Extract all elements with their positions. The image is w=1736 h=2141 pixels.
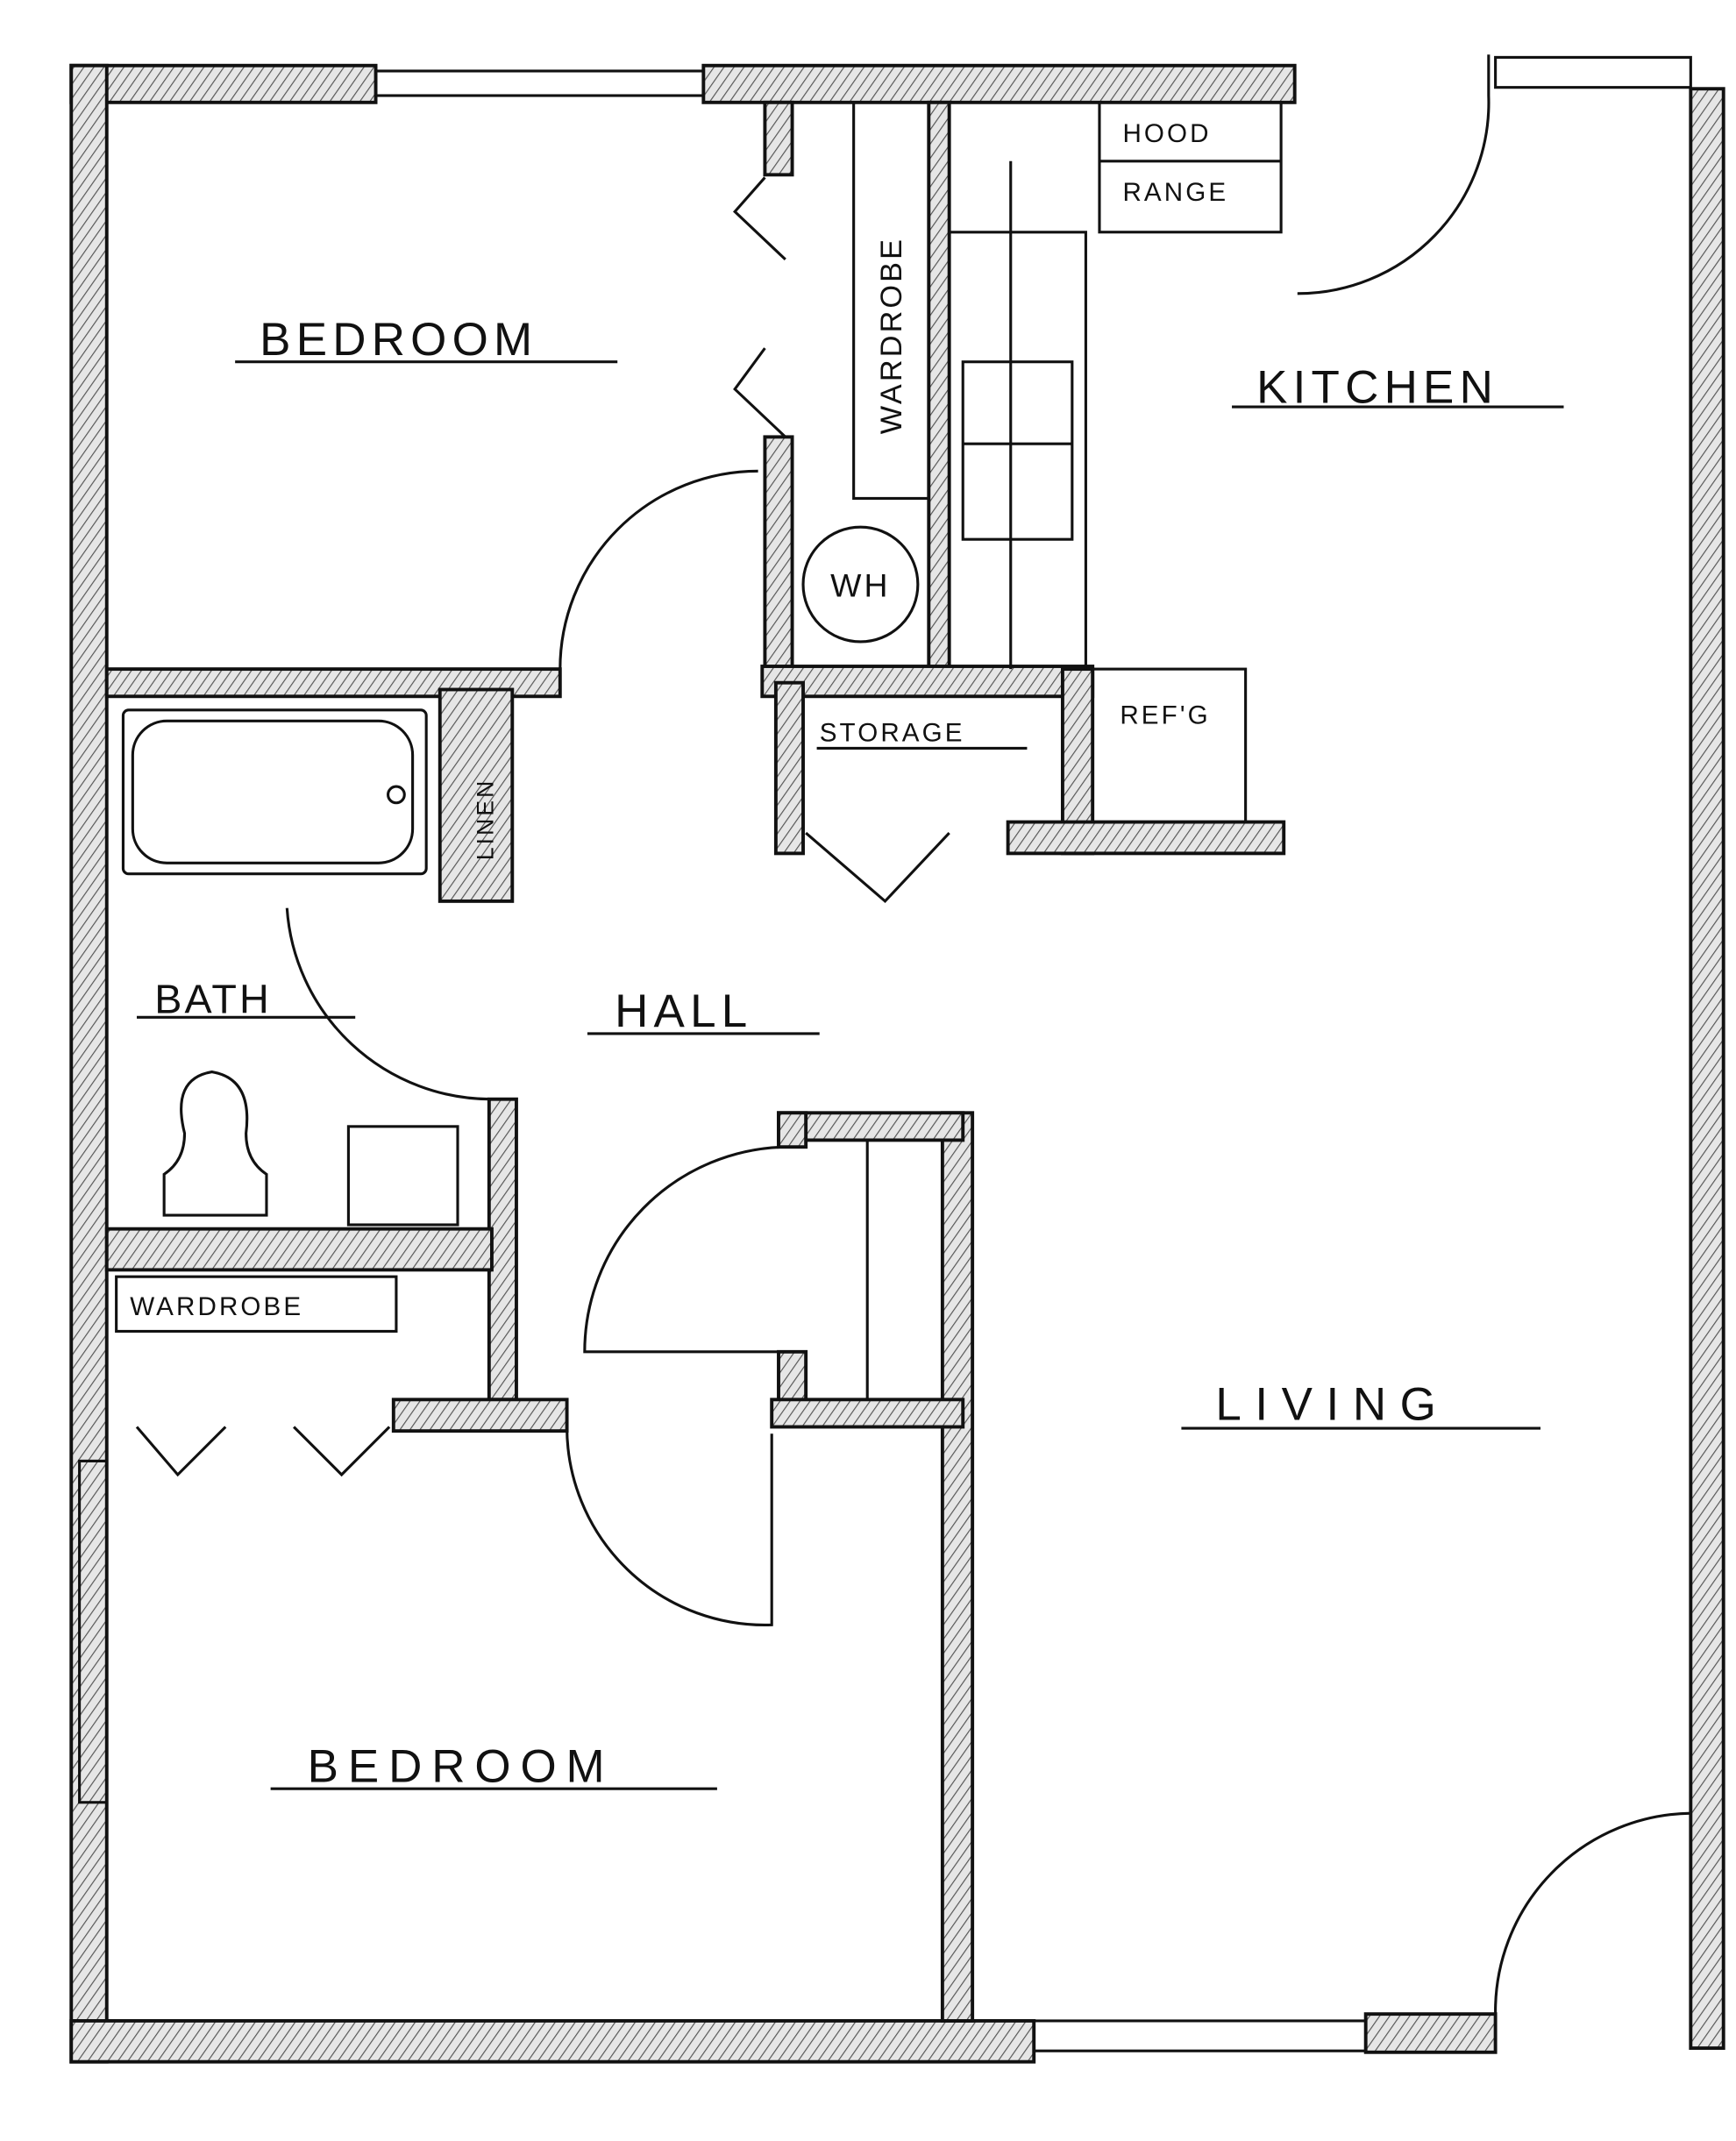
label-wardrobe-top: WARDROBE xyxy=(875,237,908,434)
wall-bath-bottom xyxy=(104,1227,494,1272)
tub-inner xyxy=(131,719,415,864)
wall-closet-left-b xyxy=(777,1349,808,1409)
wall-bedroom2-top xyxy=(391,1398,569,1433)
wardrobe-top-shelf xyxy=(852,101,930,501)
label-storage: STORAGE xyxy=(820,719,965,748)
tub xyxy=(121,708,428,876)
counter xyxy=(949,160,1087,670)
door-closet xyxy=(583,1145,786,1354)
door-bedroom-top xyxy=(559,469,758,670)
toilet xyxy=(162,1070,268,1217)
wall-wardrobe-b xyxy=(763,435,794,674)
window-bedroom-left xyxy=(78,1459,109,1804)
label-water-heater: WH xyxy=(830,567,890,604)
labels: BEDROOM KITCHEN HALL BATH LIVING BEDROOM… xyxy=(130,119,1564,1792)
lavatory xyxy=(346,1125,459,1227)
wall-closet-left xyxy=(777,1111,808,1149)
wall-closet-bottom xyxy=(770,1398,965,1429)
bifold-door-wardrobe-bottom xyxy=(135,1426,391,1477)
label-hood: HOOD xyxy=(1122,119,1211,148)
wall-living xyxy=(940,1111,975,2023)
sink xyxy=(961,360,1074,541)
wall-top-mid xyxy=(701,63,1297,104)
wall-wardrobe-kitchen xyxy=(927,100,951,672)
wall-linen xyxy=(438,687,515,903)
wall-left xyxy=(69,63,109,2064)
fixtures xyxy=(115,101,1283,1400)
door-bath xyxy=(285,907,492,1101)
refrigerator xyxy=(1091,667,1248,824)
tub-drain xyxy=(387,785,406,805)
wall-wardrobe-a xyxy=(763,100,794,177)
label-bedroom-bottom: BEDROOM xyxy=(308,1740,615,1792)
bifold-door-wardrobe-top xyxy=(732,176,786,438)
label-kitchen: KITCHEN xyxy=(1256,361,1498,413)
wall-right xyxy=(1689,87,1725,2051)
walls xyxy=(69,63,1725,2064)
window-living-bottom xyxy=(1032,2019,1368,2052)
bifold-door-storage xyxy=(805,831,950,904)
doors xyxy=(135,54,1691,2015)
wall-bottom xyxy=(69,2019,1036,2064)
label-range: RANGE xyxy=(1122,178,1228,207)
window-kitchen xyxy=(1494,55,1692,89)
wall-storage-left xyxy=(773,680,805,856)
water-heater xyxy=(801,525,920,644)
wall-top-left xyxy=(69,63,378,104)
wardrobe-bottom-shelf xyxy=(115,1275,398,1334)
label-refg: REF'G xyxy=(1120,701,1210,729)
door-bedroom-bottom xyxy=(566,1426,773,1626)
label-wardrobe-bottom: WARDROBE xyxy=(130,1292,303,1321)
hood-range xyxy=(1098,101,1283,234)
label-linen: LINEN xyxy=(472,779,498,861)
wall-refg-bottom xyxy=(1006,820,1286,856)
window-bedroom-top xyxy=(374,69,705,97)
label-hall: HALL xyxy=(615,985,752,1037)
windows xyxy=(78,55,1692,2052)
wall-storage-top xyxy=(760,665,1095,699)
label-living: LIVING xyxy=(1215,1379,1449,1431)
label-bedroom-top: BEDROOM xyxy=(260,314,537,366)
door-entry xyxy=(1494,1811,1691,2015)
label-bath: BATH xyxy=(154,977,272,1022)
door-kitchen xyxy=(1297,54,1491,295)
wall-bottom-right xyxy=(1363,2012,1498,2054)
